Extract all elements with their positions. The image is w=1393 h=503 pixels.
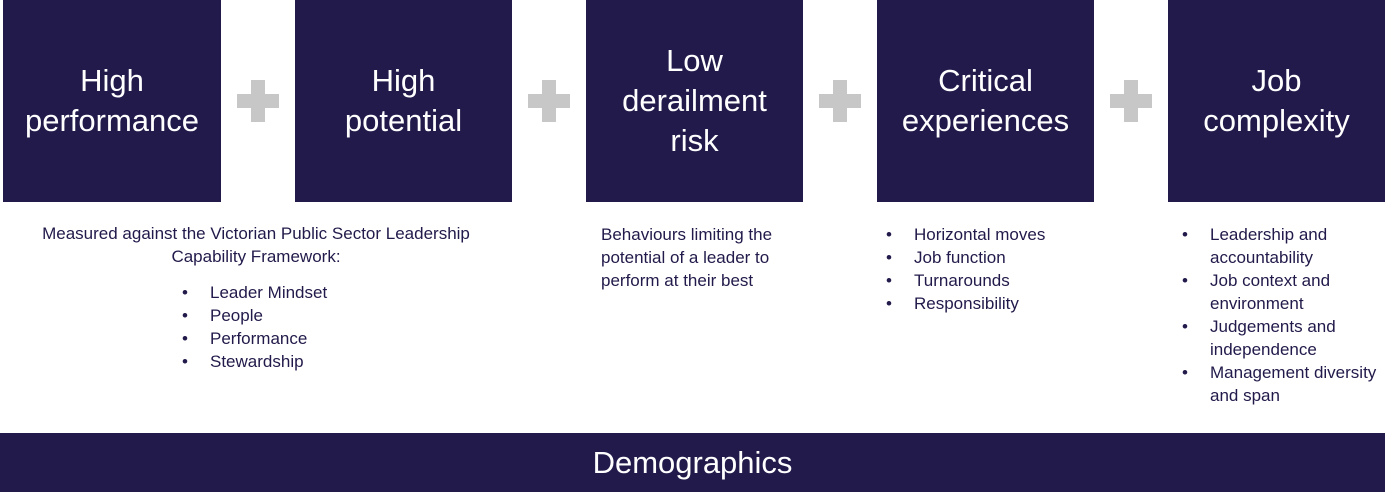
factor-box-critical-experiences: Critical experiences [877, 0, 1094, 202]
list-item: Leadership and accountability [1176, 223, 1386, 269]
factor-title-line: Job [1251, 63, 1302, 98]
complexity-description: Leadership and accountability Job contex… [1176, 223, 1386, 407]
derailment-description: Behaviours limiting the potential of a l… [601, 223, 781, 292]
complexity-list: Leadership and accountability Job contex… [1176, 223, 1386, 407]
list-item: Leader Mindset [176, 281, 502, 304]
factor-title-line: performance [24, 103, 200, 138]
factor-box-high-performance: High performance [3, 0, 221, 202]
demographics-label: Demographics [592, 444, 793, 480]
factor-box-job-complexity: Job complexity [1168, 0, 1385, 202]
plus-icon [1110, 80, 1152, 122]
plus-icon [528, 80, 570, 122]
list-item: Job context and environment [1176, 269, 1386, 315]
list-item: People [176, 304, 502, 327]
factor-title-line: potential [344, 103, 463, 138]
factor-title-line: complexity [1203, 103, 1350, 138]
list-item: Stewardship [176, 350, 502, 373]
factor-title-line: High [371, 63, 436, 98]
list-item: Turnarounds [880, 269, 1080, 292]
list-item: Management diversity and span [1176, 361, 1386, 407]
factor-title-line: experiences [901, 103, 1070, 138]
factor-title-line: risk [670, 123, 719, 158]
factor-title-line: Critical [938, 63, 1033, 98]
factor-title-line: derailment [622, 83, 767, 118]
list-item: Horizontal moves [880, 223, 1080, 246]
list-item: Job function [880, 246, 1080, 269]
derailment-text: Behaviours limiting the potential of a l… [601, 225, 773, 290]
performance-description: Measured against the Victorian Public Se… [10, 222, 502, 373]
factor-title-line: Low [666, 43, 723, 78]
plus-icon [819, 80, 861, 122]
factor-box-high-potential: High potential [295, 0, 512, 202]
factor-title-line: High [80, 63, 144, 98]
factor-box-low-derailment-risk: Low derailment risk [586, 0, 803, 202]
performance-intro: Measured against the Victorian Public Se… [42, 224, 470, 266]
list-item: Responsibility [880, 292, 1080, 315]
capability-list: Leader Mindset People Performance Stewar… [176, 281, 502, 373]
experiences-list: Horizontal moves Job function Turnaround… [880, 223, 1080, 315]
demographics-band: Demographics [0, 433, 1385, 492]
experiences-description: Horizontal moves Job function Turnaround… [880, 223, 1080, 315]
list-item: Performance [176, 327, 502, 350]
plus-icon [237, 80, 279, 122]
list-item: Judgements and independence [1176, 315, 1386, 361]
